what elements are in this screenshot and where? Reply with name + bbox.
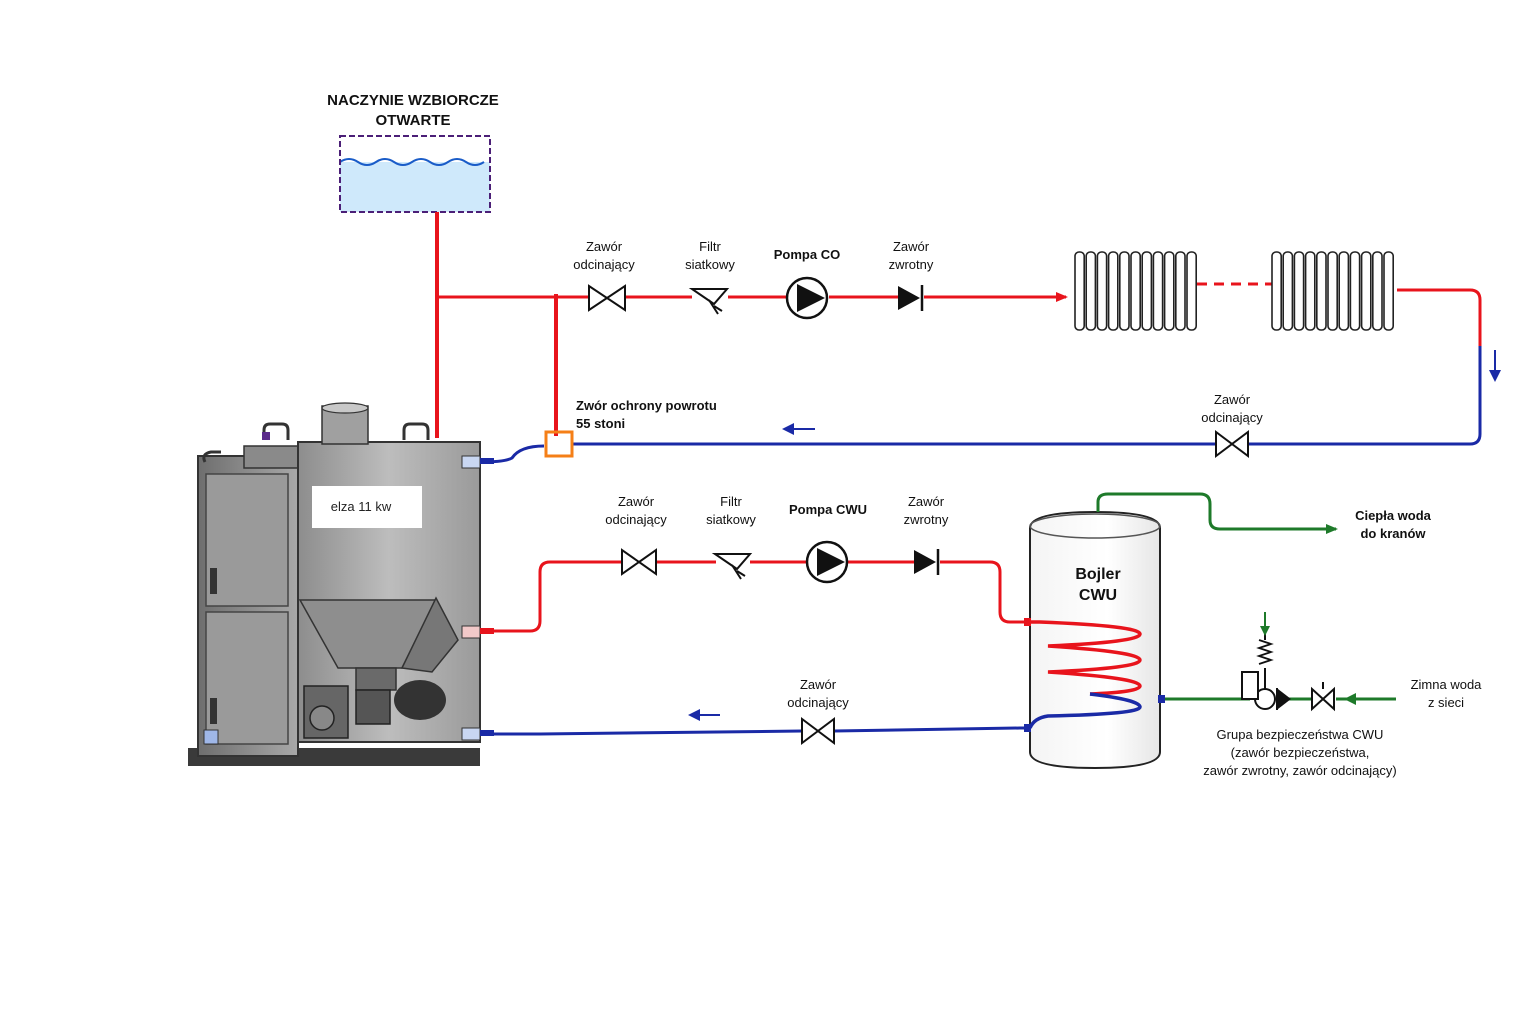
co-valve-label-2: odcinający [573,257,635,272]
co-filter-label-1: Filtr [699,239,721,254]
co-pump-label: Pompa CO [774,247,840,262]
radiator-fin [1360,251,1372,331]
expansion-tank-label-line2: OTWARTE [376,112,451,129]
cwu-filter-label-2: siatkowy [706,512,756,527]
hot-water-label-2: do kranów [1360,526,1426,541]
cwu-strainer-filter[interactable] [711,553,753,580]
radiator-fin [1085,251,1097,331]
coil-hot [1030,620,1142,696]
return-down-arrow [1489,350,1501,382]
cwu-return-shutoff-valve[interactable] [801,717,835,745]
radiator-fin [1372,251,1383,331]
pellet-boiler: elza 11 kw [188,402,494,766]
cwu-pump[interactable] [805,540,849,584]
radiator-fin [1163,251,1175,331]
co-check-label-2: zwrotny [889,257,934,272]
radiator-fin [1327,251,1338,331]
cwu-return-valve-label-2: odcinający [787,695,849,710]
return-protection-valve[interactable] [544,430,574,458]
hot-water-tank: Bojler CWU [1024,510,1165,770]
boiler-model-label: elza 11 kw [331,499,392,514]
water-surface [339,158,485,166]
radiator-fin [1282,251,1294,331]
cwu-filter-label-1: Filtr [720,494,742,509]
hot-water-label-1: Ciepła woda [1355,508,1432,523]
cwu-pump-label: Pompa CWU [789,502,867,517]
radiator-fin [1130,251,1141,331]
return-protection-label-2: 55 stoni [576,416,625,431]
radiator-2 [1271,251,1394,331]
radiator-fin [1141,251,1153,331]
return-flow-arrow [782,423,815,435]
expansion-tank-label-line1: NACZYNIE WZBIORCZE [327,92,499,109]
coil-cold [1028,692,1142,729]
cwu-return-flow-arrow [688,709,720,721]
cwu-valve-label-2: odcinający [605,512,667,527]
radiator-fin [1383,251,1394,331]
radiator-fin [1293,251,1305,331]
safety-group[interactable] [1241,612,1335,712]
tank-label-line1: Bojler [1075,566,1120,583]
co-check-label-1: Zawór [893,239,930,254]
radiator-fin [1186,251,1197,331]
radiator-fin [1074,251,1085,331]
expansion-tank-outline [339,135,491,213]
tank-label-line2: CWU [1079,587,1117,604]
cold-water-label-2: z sieci [1428,695,1464,710]
radiator-fin [1152,251,1164,331]
boiler-nameplate [312,486,422,528]
radiator-1 [1074,251,1197,331]
co-filter-label-2: siatkowy [685,257,735,272]
return-protection-label-1: Zwór ochrony powrotu [576,398,717,413]
expansion-tank: NACZYNIE WZBIORCZE OTWARTE [327,92,499,213]
co-supply-pipes [435,212,1482,438]
cwu-return-pipes [480,726,1030,736]
co-return-shutoff-valve[interactable] [1215,430,1249,458]
co-return-valve-label-1: Zawór [1214,392,1251,407]
cold-water-label-1: Zimna woda [1411,677,1483,692]
cold-water-inlet [1165,693,1396,705]
hot-water-outlet [1096,492,1338,534]
radiator-fin [1096,251,1108,331]
tank-water [340,162,490,212]
co-strainer-filter[interactable] [688,288,730,315]
radiator-fin [1271,251,1282,331]
cwu-check-label-2: zwrotny [904,512,949,527]
co-valve-label-1: Zawór [586,239,623,254]
cwu-return-valve-label-1: Zawór [800,677,837,692]
radiator-fin [1316,251,1327,331]
radiator-fin [1304,251,1316,331]
cwu-check-valve[interactable] [914,549,940,575]
cwu-supply-pipes [480,560,1030,633]
safety-group-label-1: Grupa bezpieczeństwa CWU [1217,727,1384,742]
co-check-valve[interactable] [898,285,924,311]
cwu-shutoff-valve[interactable] [621,548,657,576]
cwu-valve-label-1: Zawór [618,494,655,509]
radiator-fin [1107,251,1119,331]
radiator-fin [1338,251,1350,331]
radiator-fin [1119,251,1130,331]
safety-group-label-3: zawór zwrotny, zawór odcinający) [1203,763,1396,778]
radiator-fin [1349,251,1361,331]
co-shutoff-valve[interactable] [588,284,626,312]
safety-group-label-2: (zawór bezpieczeństwa, [1231,745,1370,760]
radiator-fin [1175,251,1186,331]
co-pump[interactable] [785,276,829,320]
cwu-check-label-1: Zawór [908,494,945,509]
co-return-valve-label-2: odcinający [1201,410,1263,425]
